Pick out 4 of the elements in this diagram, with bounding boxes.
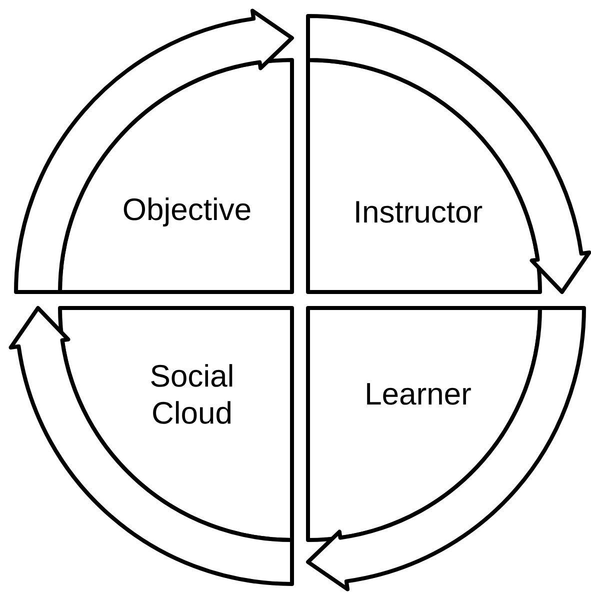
- curved-arrow: [14, 8, 294, 294]
- curved-arrow: [306, 306, 586, 592]
- curved-arrow: [8, 306, 294, 586]
- curved-arrow: [306, 14, 591, 294]
